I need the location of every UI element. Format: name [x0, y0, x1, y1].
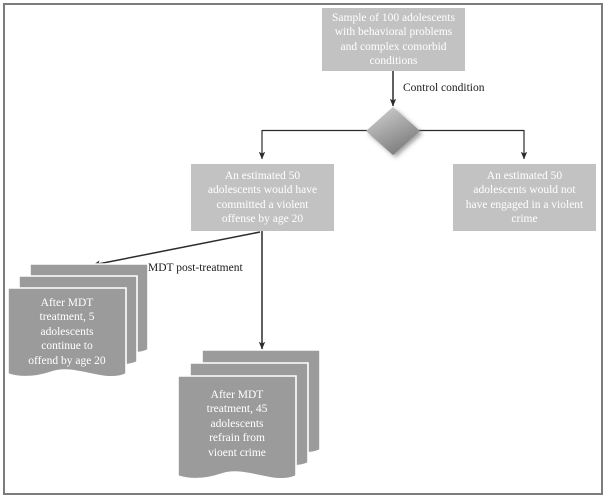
node-outcome-refrain[interactable]: After MDT treatment, 45 adolescents refr… — [177, 348, 324, 488]
edge-label-control-condition: Control condition — [403, 82, 485, 94]
node-branch-left[interactable]: An estimated 50 adolescents would have c… — [191, 164, 334, 231]
node-outcome-refrain-line-1: After MDT — [210, 389, 264, 401]
node-branch-left-line-3: committed a violent — [216, 198, 309, 211]
node-source[interactable]: Sample of 100 adolescents with behaviora… — [322, 8, 465, 71]
node-outcome-offend-line-5: offend by age 20 — [28, 354, 106, 367]
node-outcome-refrain-text: After MDT treatment, 45 adolescents refr… — [178, 388, 296, 460]
node-outcome-refrain-line-4: refrain from — [209, 432, 265, 445]
doc-sheet-front — [7, 287, 127, 378]
node-branch-right-line-4: crime — [511, 212, 538, 225]
node-outcome-offend-line-4: continue to — [41, 340, 93, 353]
node-outcome-offend-text: After MDT treatment, 5 adolescents conti… — [8, 296, 126, 368]
node-source-line-3: and complex comorbid — [340, 40, 447, 53]
node-source-line-4: conditions — [369, 54, 418, 67]
node-outcome-refrain-line-3: adolescents — [210, 417, 264, 430]
connector-left-branch-to-offend — [92, 231, 261, 267]
doc-sheet-front — [177, 375, 297, 480]
node-outcome-refrain-line-2: treatment, 45 — [206, 403, 268, 416]
edge-label-mdt-post-treatment: MDT post-treatment — [148, 262, 243, 274]
node-branch-right-line-3: have engaged in a violent — [465, 198, 584, 211]
node-source-line-1: Sample of 100 adolescents — [332, 12, 455, 25]
node-branch-left-line-4: offense by age 20 — [221, 212, 304, 225]
node-branch-right-line-1: An estimated 50 — [486, 170, 563, 183]
node-branch-right[interactable]: An estimated 50 adolescents would not ha… — [453, 164, 596, 231]
node-outcome-offend-line-3: adolescents — [40, 325, 94, 338]
node-outcome-refrain-line-5: vioent crime — [208, 446, 266, 459]
node-branch-right-line-2: adolescents would not — [473, 184, 576, 197]
node-outcome-offend-line-2: treatment, 5 — [39, 311, 95, 324]
node-source-line-2: with behavioral problems — [334, 26, 453, 39]
decision-diamond[interactable] — [365, 106, 421, 156]
node-outcome-offend[interactable]: After MDT treatment, 5 adolescents conti… — [7, 262, 150, 382]
node-outcome-offend-line-1: After MDT — [40, 297, 94, 309]
node-branch-left-line-1: An estimated 50 — [224, 170, 301, 183]
node-branch-left-line-2: adolescents would have — [207, 184, 318, 197]
